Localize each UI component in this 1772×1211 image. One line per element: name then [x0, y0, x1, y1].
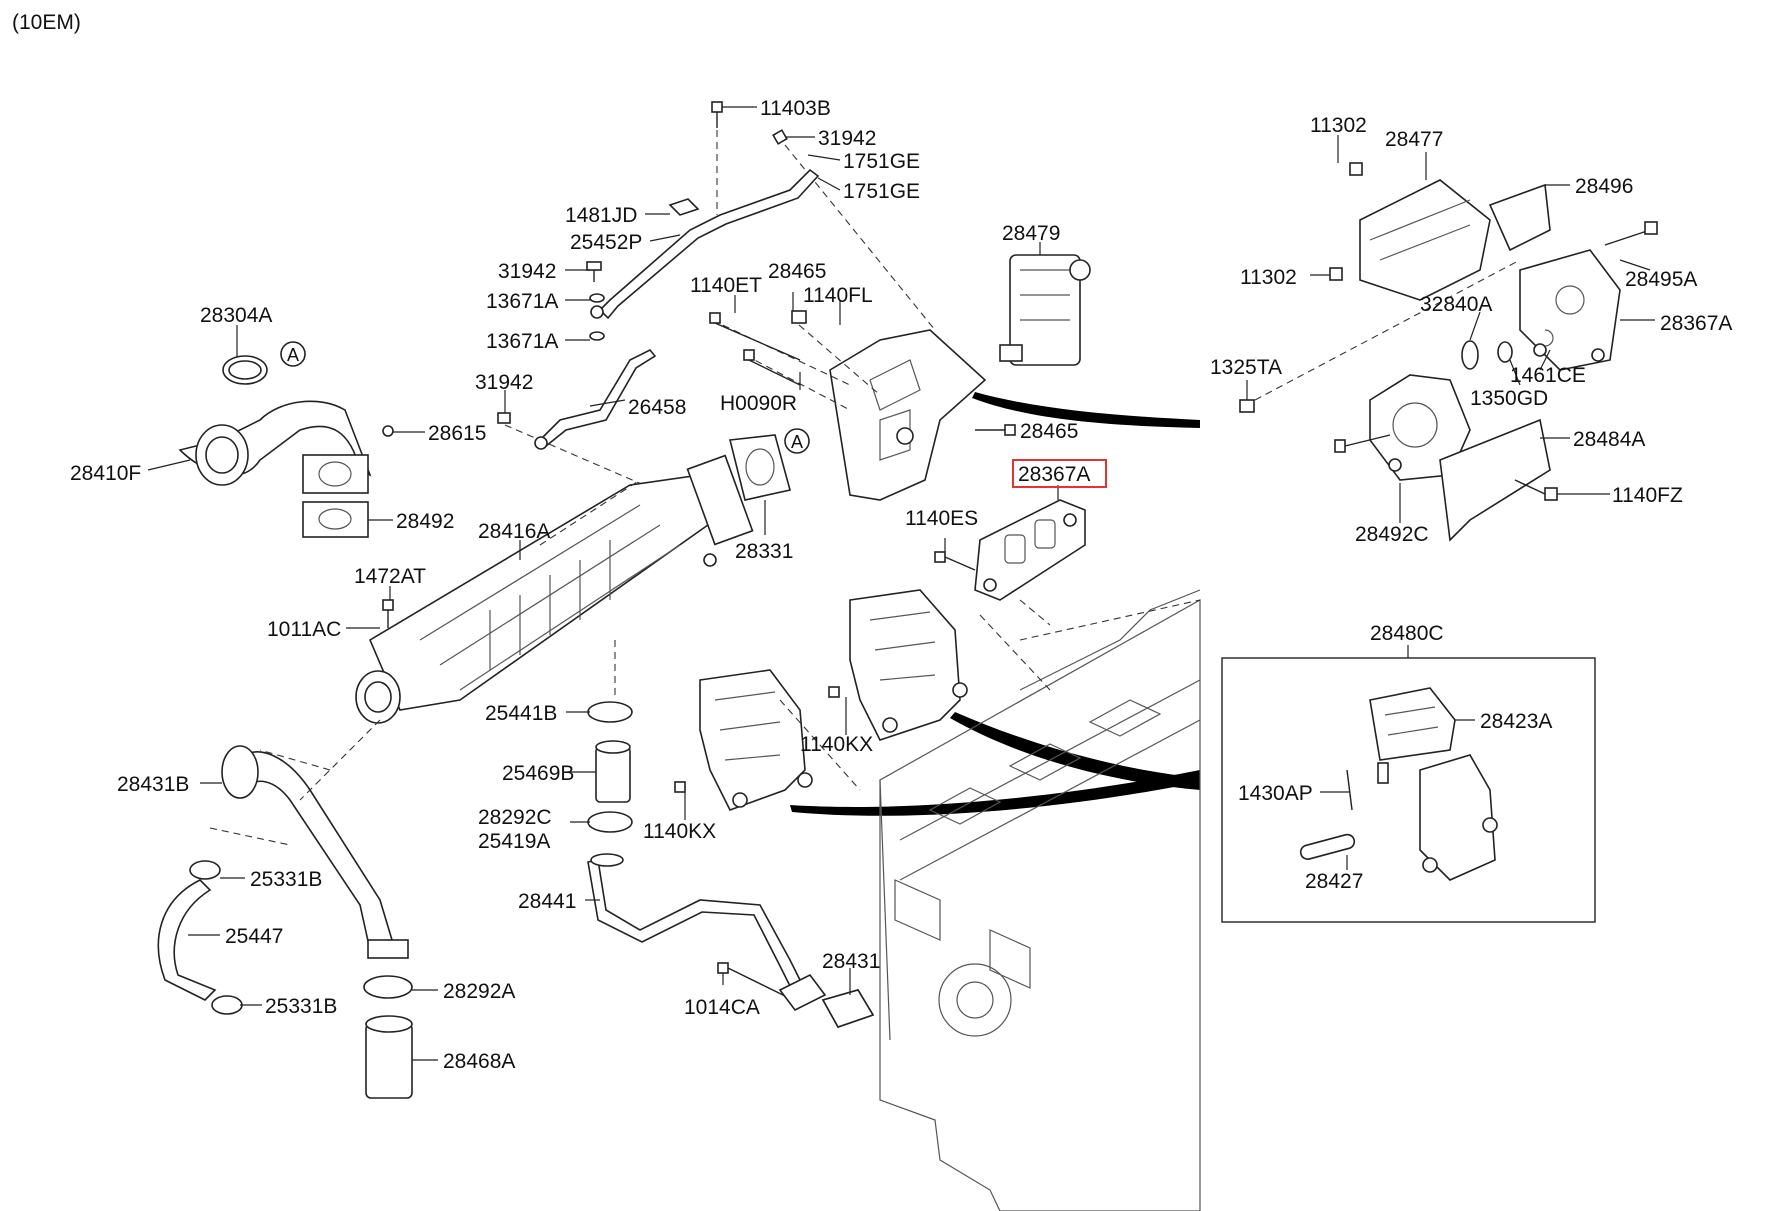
label-32840A: 32840A: [1420, 293, 1492, 316]
label-31942-mid: 31942: [498, 260, 556, 283]
label-1461CE: 1461CE: [1510, 364, 1586, 387]
label-28477: 28477: [1385, 128, 1443, 151]
label-28465-mid: 28465: [1020, 420, 1078, 443]
label-26458: 26458: [628, 396, 686, 419]
label-1430AP: 1430AP: [1238, 782, 1313, 805]
label-25441B: 25441B: [485, 702, 557, 725]
label-28423A: 28423A: [1480, 710, 1552, 733]
label-28410F: 28410F: [70, 462, 141, 485]
label-1140ET: 1140ET: [690, 274, 762, 297]
part-labels: 11403B 31942 1751GE 1751GE 1481JD 25452P…: [70, 97, 1732, 1073]
label-25331B-1: 25331B: [250, 868, 322, 891]
label-28492C: 28492C: [1355, 523, 1429, 546]
label-11302-top: 11302: [1310, 114, 1367, 137]
label-28468A: 28468A: [443, 1050, 515, 1073]
label-1751GE-2: 1751GE: [843, 180, 920, 203]
egr-valve-icon: A: [709, 254, 1091, 501]
label-28480C: 28480C: [1370, 622, 1444, 645]
connector-arrow-middle: [950, 712, 1200, 790]
label-28292A: 28292A: [443, 980, 515, 1003]
label-28431B: 28431B: [117, 773, 189, 796]
label-25447: 25447: [225, 925, 283, 948]
label-1325TA: 1325TA: [1210, 356, 1282, 379]
label-28331: 28331: [735, 540, 793, 563]
label-28495A: 28495A: [1625, 268, 1697, 291]
label-28292C: 28292C: [478, 806, 552, 829]
label-1014CA: 1014CA: [684, 996, 760, 1019]
label-28465-top: 28465: [768, 260, 826, 283]
diagram-code: (10EM): [12, 11, 81, 34]
leader-lines: [147, 106, 1655, 1061]
detail-box-28480C: [1221, 645, 1596, 923]
label-28492: 28492: [396, 510, 454, 533]
egr-hose-assembly-icon: A: [178, 341, 394, 538]
label-13671A-2: 13671A: [486, 330, 558, 353]
egr-gasket-icon: [934, 499, 1086, 626]
label-28427: 28427: [1305, 870, 1363, 893]
label-28441: 28441: [518, 890, 576, 913]
callout-a-left: A: [287, 345, 299, 365]
label-1481JD: 1481JD: [565, 204, 637, 227]
label-1472AT: 1472AT: [354, 565, 426, 588]
label-28416A: 28416A: [478, 520, 550, 543]
label-28367A-main: 28367A: [1018, 463, 1090, 486]
label-28304A: 28304A: [200, 304, 272, 327]
label-28615: 28615: [428, 422, 486, 445]
label-1140KX-1: 1140KX: [800, 733, 873, 756]
label-28431: 28431: [822, 950, 880, 973]
label-28484A: 28484A: [1573, 428, 1645, 451]
egr-bracket-assembly-icon: [1239, 162, 1658, 542]
label-1140FL: 1140FL: [803, 284, 873, 307]
label-28367A-right: 28367A: [1660, 312, 1732, 335]
label-11403B: 11403B: [760, 97, 831, 120]
label-25419A: 25419A: [478, 830, 550, 853]
label-1140KX-2: 1140KX: [643, 820, 716, 843]
label-25469B: 25469B: [502, 762, 574, 785]
label-28479: 28479: [1002, 222, 1060, 245]
label-1011AC: 1011AC: [267, 618, 341, 641]
label-31942-low: 31942: [475, 371, 533, 394]
connector-arrow-upper: [972, 392, 1200, 428]
label-25331B-2: 25331B: [265, 995, 337, 1018]
coolant-pipe-assembly-icon: [157, 701, 875, 1099]
assembly-guide-lines: [209, 479, 1201, 846]
label-11302-mid: 11302: [1240, 266, 1297, 289]
label-28496: 28496: [1575, 175, 1633, 198]
label-1350GD: 1350GD: [1470, 387, 1548, 410]
label-1751GE-1: 1751GE: [843, 150, 920, 173]
label-31942-top: 31942: [818, 127, 876, 150]
label-H0090R: H0090R: [720, 392, 797, 415]
highlight-28367A: [1012, 459, 1107, 488]
label-13671A-1: 13671A: [486, 290, 558, 313]
connector-arrow-lower: [790, 770, 1200, 816]
engine-block-icon: [879, 589, 1201, 1211]
callout-a-right: A: [791, 432, 803, 452]
label-1140FZ: 1140FZ: [1612, 484, 1683, 507]
label-25452P: 25452P: [570, 231, 642, 254]
egr-mount-bracket-icon: [674, 589, 968, 811]
label-1140ES: 1140ES: [905, 507, 978, 530]
egr-cooler-icon: [355, 434, 791, 724]
egr-tube-assembly-icon: [497, 101, 936, 493]
